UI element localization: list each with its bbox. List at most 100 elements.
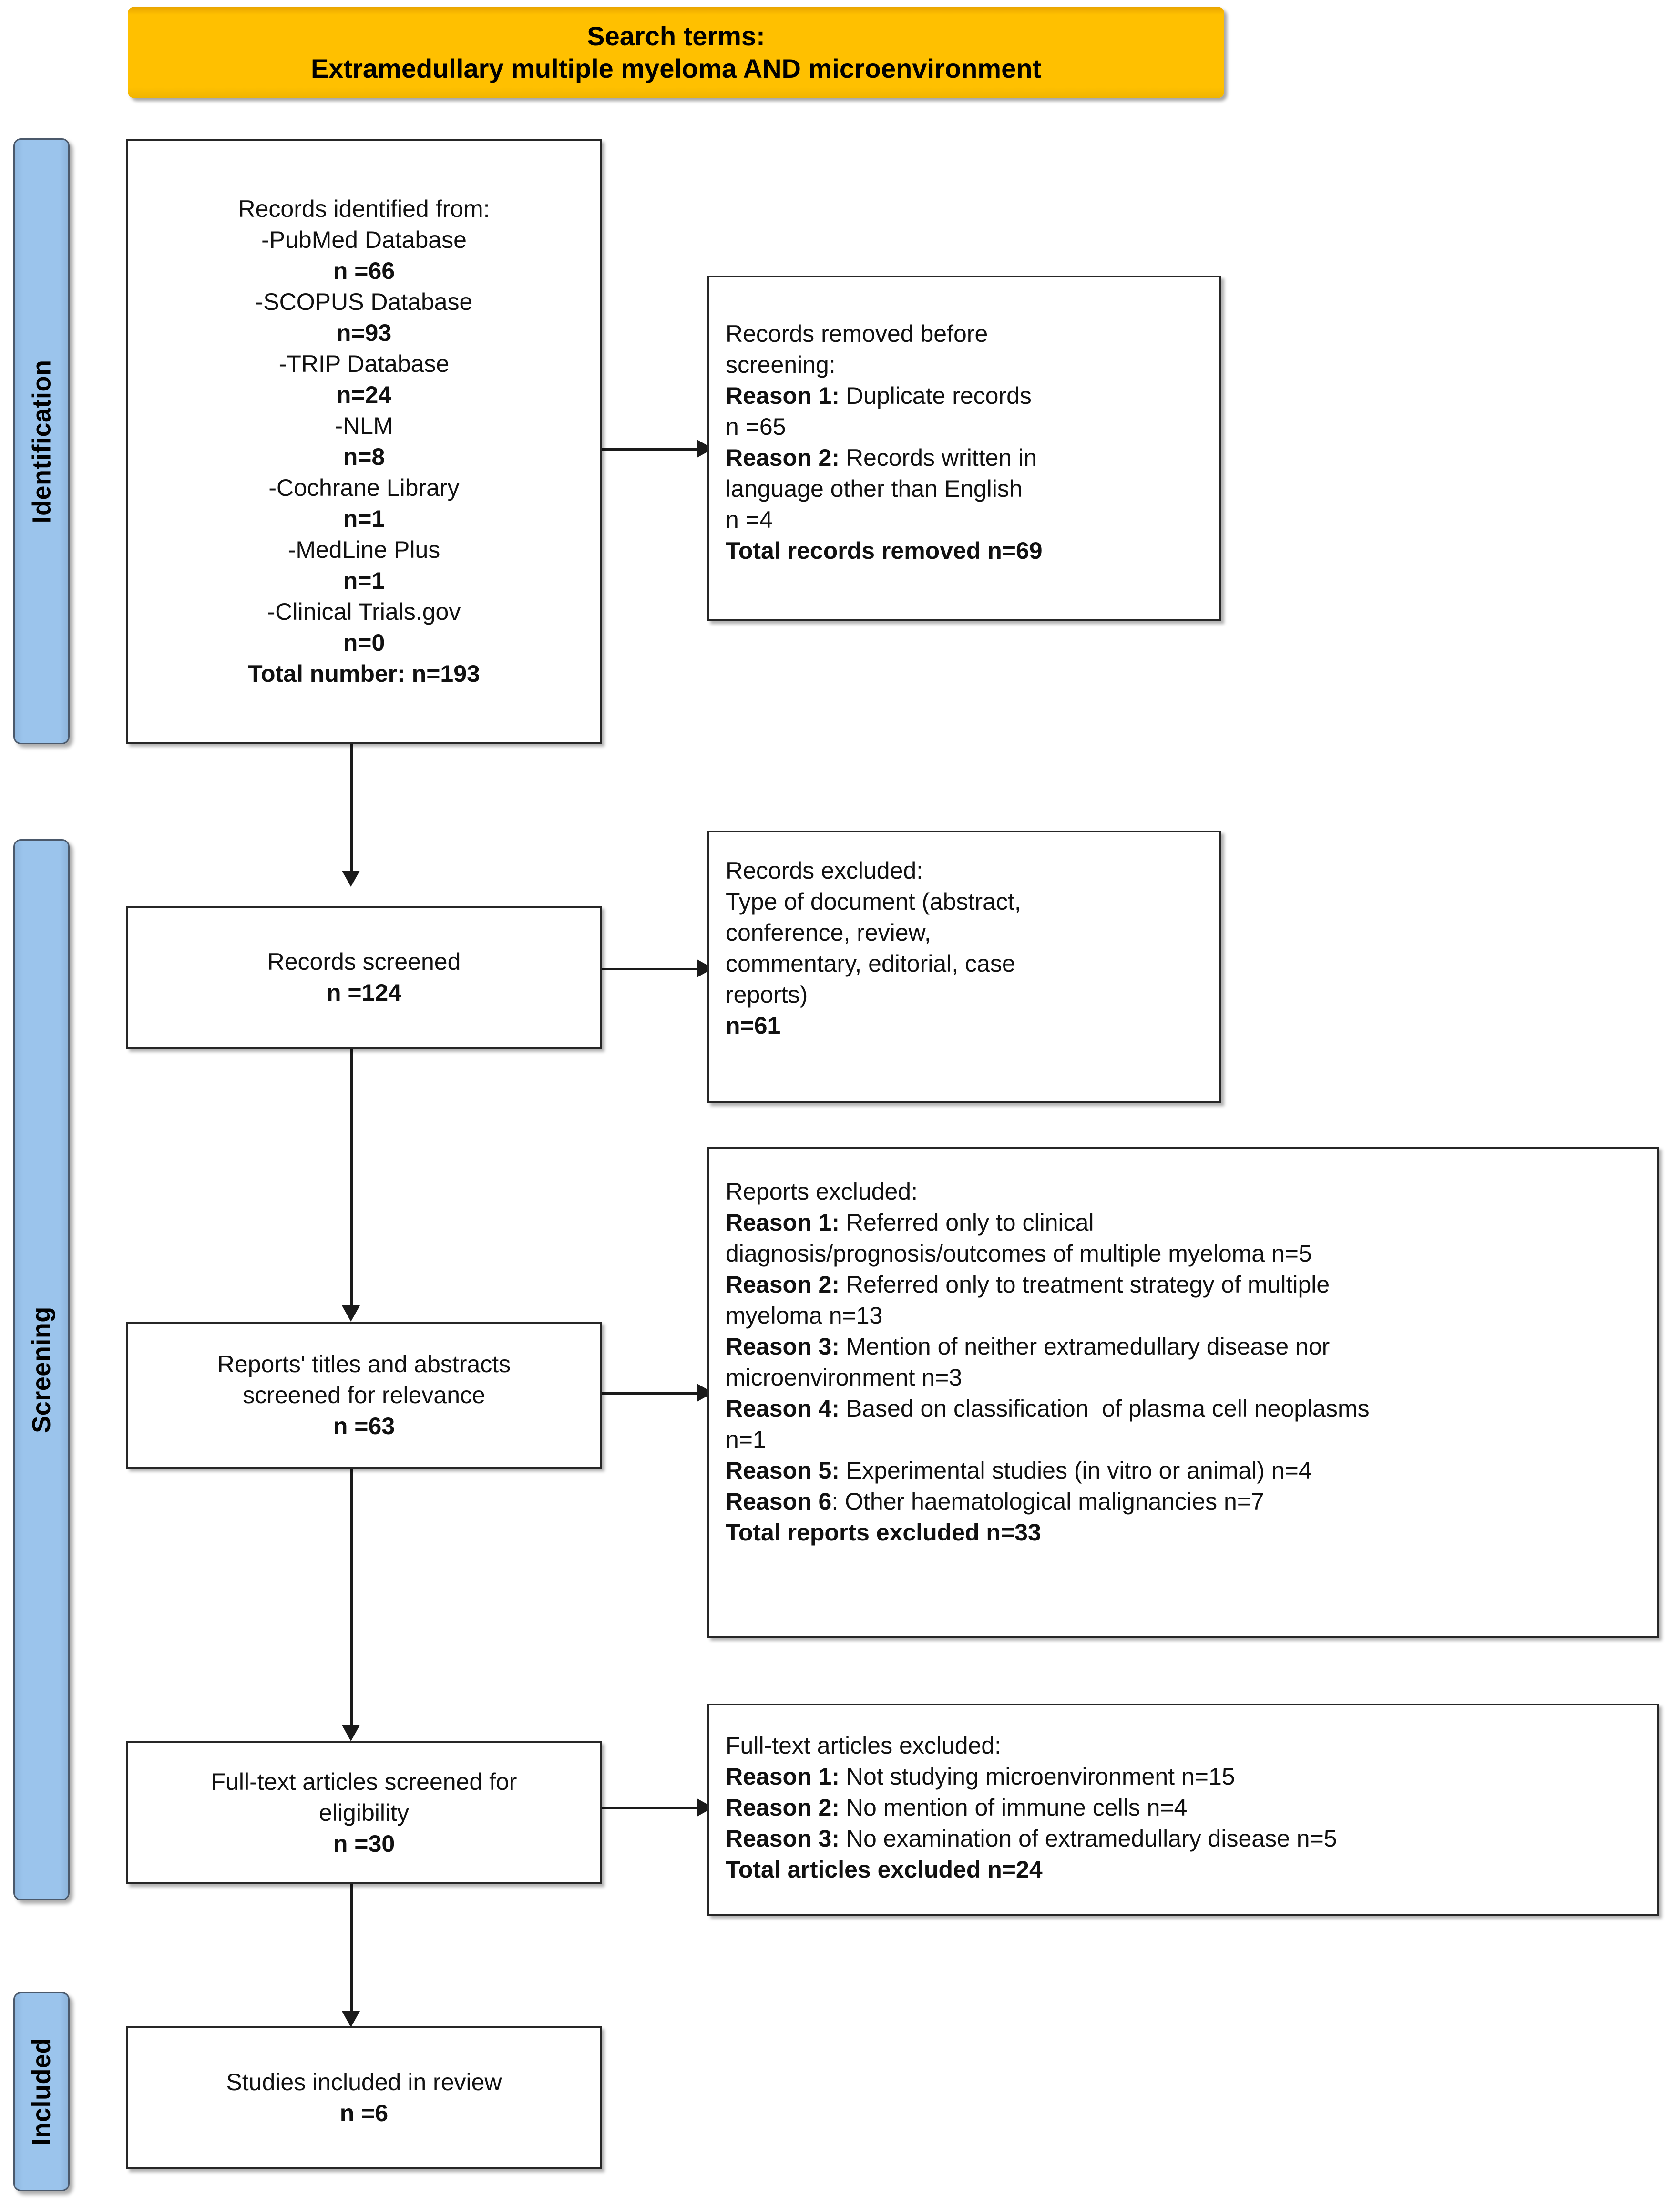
connector-identified-to-removed	[602, 448, 702, 451]
box-records-excluded: Records excluded: Type of document (abst…	[707, 831, 1221, 1103]
line-reports-excluded-reason-2: Reason 2: Referred only to treatment str…	[726, 1269, 1645, 1300]
line-records-screened-label: Records screened	[267, 948, 461, 975]
line-reports-excluded-reason-2-cont: myeloma n=13	[726, 1302, 883, 1329]
line-reports-excluded-reason-4: Reason 4: Based on classification of pla…	[726, 1393, 1645, 1424]
line-removed-reason-2-cont: language other than English	[726, 475, 1023, 502]
box-fulltext-screened-content: Full-text articles screened for eligibil…	[128, 1743, 600, 1882]
line-source-cochrane: -Cochrane Library	[268, 474, 460, 501]
line-total-identified: Total number: n=193	[248, 660, 480, 687]
line-records-excluded-l3: commentary, editorial, case	[726, 950, 1015, 977]
box-records-screened: Records screened n =124	[126, 906, 602, 1049]
box-records-removed: Records removed before screening: Reason…	[707, 276, 1221, 621]
text-reports-excluded-reason-1: Referred only to clinical	[839, 1209, 1094, 1236]
box-records-removed-content: Records removed before screening: Reason…	[709, 277, 1219, 619]
connector-identified-to-screened	[350, 744, 353, 873]
box-records-identified-content: Records identified from: -PubMed Databas…	[128, 141, 600, 742]
line-records-excluded-count: n=61	[726, 1012, 781, 1039]
line-reports-screened-l1: Reports' titles and abstracts	[217, 1350, 511, 1377]
box-reports-screened: Reports' titles and abstracts screened f…	[126, 1322, 602, 1469]
line-reports-excluded-reason-3: Reason 3: Mention of neither extramedull…	[726, 1331, 1645, 1362]
search-terms-line-1: Search terms:	[587, 21, 765, 51]
line-source-pubmed: -PubMed Database	[261, 226, 467, 253]
line-studies-included-label: Studies included in review	[226, 2069, 502, 2095]
text-removed-reason-1: Duplicate records	[839, 382, 1032, 409]
line-removed-reason-2: Reason 2: Records written in	[726, 442, 1207, 473]
connector-screened-to-reports	[350, 1049, 353, 1316]
line-removed-total: Total records removed n=69	[726, 537, 1043, 564]
arrowhead-fulltext-to-included	[342, 2011, 360, 2027]
line-fulltext-excluded-reason-1: Reason 1: Not studying microenvironment …	[726, 1761, 1645, 1792]
stage-bar-included: Included	[13, 1992, 70, 2191]
arrowhead-reports-to-fulltext	[342, 1725, 360, 1741]
line-removed-reason-1: Reason 1: Duplicate records	[726, 380, 1207, 411]
box-reports-excluded: Reports excluded: Reason 1: Referred onl…	[707, 1147, 1659, 1638]
box-studies-included: Studies included in review n =6	[126, 2026, 602, 2169]
lead-fulltext-excluded-reason-3: Reason 3:	[726, 1825, 840, 1852]
line-removed-reason-1-count: n =65	[726, 413, 786, 440]
line-reports-excluded-title: Reports excluded:	[726, 1178, 918, 1205]
line-reports-excluded-reason-1: Reason 1: Referred only to clinical	[726, 1207, 1645, 1238]
lead-removed-reason-2: Reason 2:	[726, 444, 840, 471]
line-removed-reason-2-count: n =4	[726, 506, 773, 533]
line-reports-excluded-reason-5: Reason 5: Experimental studies (in vitro…	[726, 1455, 1645, 1486]
line-source-nlm: -NLM	[335, 412, 393, 439]
line-count-cochrane: n=1	[343, 505, 385, 532]
box-reports-excluded-content: Reports excluded: Reason 1: Referred onl…	[709, 1149, 1657, 1636]
lead-removed-reason-1: Reason 1:	[726, 382, 840, 409]
lead-reports-excluded-reason-4: Reason 4:	[726, 1395, 840, 1422]
lead-reports-excluded-reason-6: Reason 6	[726, 1488, 832, 1515]
line-studies-included-count: n =6	[339, 2100, 389, 2126]
lead-reports-excluded-reason-3: Reason 3:	[726, 1333, 840, 1360]
lead-fulltext-excluded-reason-2: Reason 2:	[726, 1794, 840, 1821]
text-fulltext-excluded-reason-3: No examination of extramedullary disease…	[839, 1825, 1337, 1852]
text-reports-excluded-reason-3: Mention of neither extramedullary diseas…	[839, 1333, 1330, 1360]
stage-bar-screening: Screening	[13, 839, 70, 1900]
line-records-excluded-l2: conference, review,	[726, 919, 931, 946]
line-count-nlm: n=8	[343, 443, 385, 470]
line-reports-screened-count: n =63	[333, 1412, 395, 1439]
line-source-clinical-trials: -Clinical Trials.gov	[267, 598, 461, 625]
lead-reports-excluded-reason-2: Reason 2:	[726, 1271, 840, 1298]
text-reports-excluded-reason-2: Referred only to treatment strategy of m…	[839, 1271, 1330, 1298]
line-records-excluded-l4: reports)	[726, 981, 808, 1008]
search-terms-line-2: Extramedullary multiple myeloma AND micr…	[310, 53, 1042, 83]
line-reports-excluded-total: Total reports excluded n=33	[726, 1519, 1041, 1546]
box-reports-screened-content: Reports' titles and abstracts screened f…	[128, 1324, 600, 1467]
text-reports-excluded-reason-5: Experimental studies (in vitro or animal…	[839, 1457, 1312, 1484]
box-fulltext-screened: Full-text articles screened for eligibil…	[126, 1741, 602, 1884]
line-fulltext-excluded-total: Total articles excluded n=24	[726, 1856, 1043, 1883]
box-fulltext-excluded: Full-text articles excluded: Reason 1: N…	[707, 1704, 1659, 1916]
box-studies-included-content: Studies included in review n =6	[128, 2028, 600, 2167]
text-fulltext-excluded-reason-1: Not studying microenvironment n=15	[839, 1763, 1235, 1790]
text-reports-excluded-reason-6: : Other haematological malignancies n=7	[831, 1488, 1264, 1515]
line-source-medline-plus: -MedLine Plus	[287, 536, 440, 563]
line-records-identified-title: Records identified from:	[238, 195, 490, 222]
line-source-scopus: -SCOPUS Database	[255, 288, 473, 315]
connector-reports-to-excluded	[602, 1392, 702, 1395]
line-fulltext-screened-l2: eligibility	[319, 1799, 409, 1826]
line-removed-title-2: screening:	[726, 351, 836, 378]
stage-label-identification: Identification	[27, 359, 56, 523]
text-removed-reason-2: Records written in	[839, 444, 1037, 471]
line-count-medline-plus: n=1	[343, 567, 385, 594]
line-reports-screened-l2: screened for relevance	[243, 1381, 485, 1408]
lead-reports-excluded-reason-1: Reason 1:	[726, 1209, 840, 1236]
connector-reports-to-fulltext	[350, 1469, 353, 1736]
line-reports-excluded-reason-1-cont: diagnosis/prognosis/outcomes of multiple…	[726, 1240, 1312, 1267]
line-reports-excluded-reason-4-cont: n=1	[726, 1426, 766, 1453]
line-records-screened-count: n =124	[326, 979, 402, 1006]
line-removed-title-1: Records removed before	[726, 320, 988, 347]
stage-label-included: Included	[27, 2037, 56, 2146]
line-source-trip: -TRIP Database	[278, 350, 450, 377]
lead-reports-excluded-reason-5: Reason 5:	[726, 1457, 840, 1484]
arrowhead-identified-to-screened	[342, 871, 360, 887]
line-records-excluded-title: Records excluded:	[726, 857, 923, 884]
line-count-clinical-trials: n=0	[343, 629, 385, 656]
lead-fulltext-excluded-reason-1: Reason 1:	[726, 1763, 840, 1790]
box-records-identified: Records identified from: -PubMed Databas…	[126, 139, 602, 744]
connector-fulltext-to-included	[350, 1883, 353, 2022]
line-records-excluded-l1: Type of document (abstract,	[726, 888, 1021, 915]
arrowhead-screened-to-reports	[342, 1305, 360, 1322]
line-fulltext-screened-count: n =30	[333, 1830, 395, 1857]
